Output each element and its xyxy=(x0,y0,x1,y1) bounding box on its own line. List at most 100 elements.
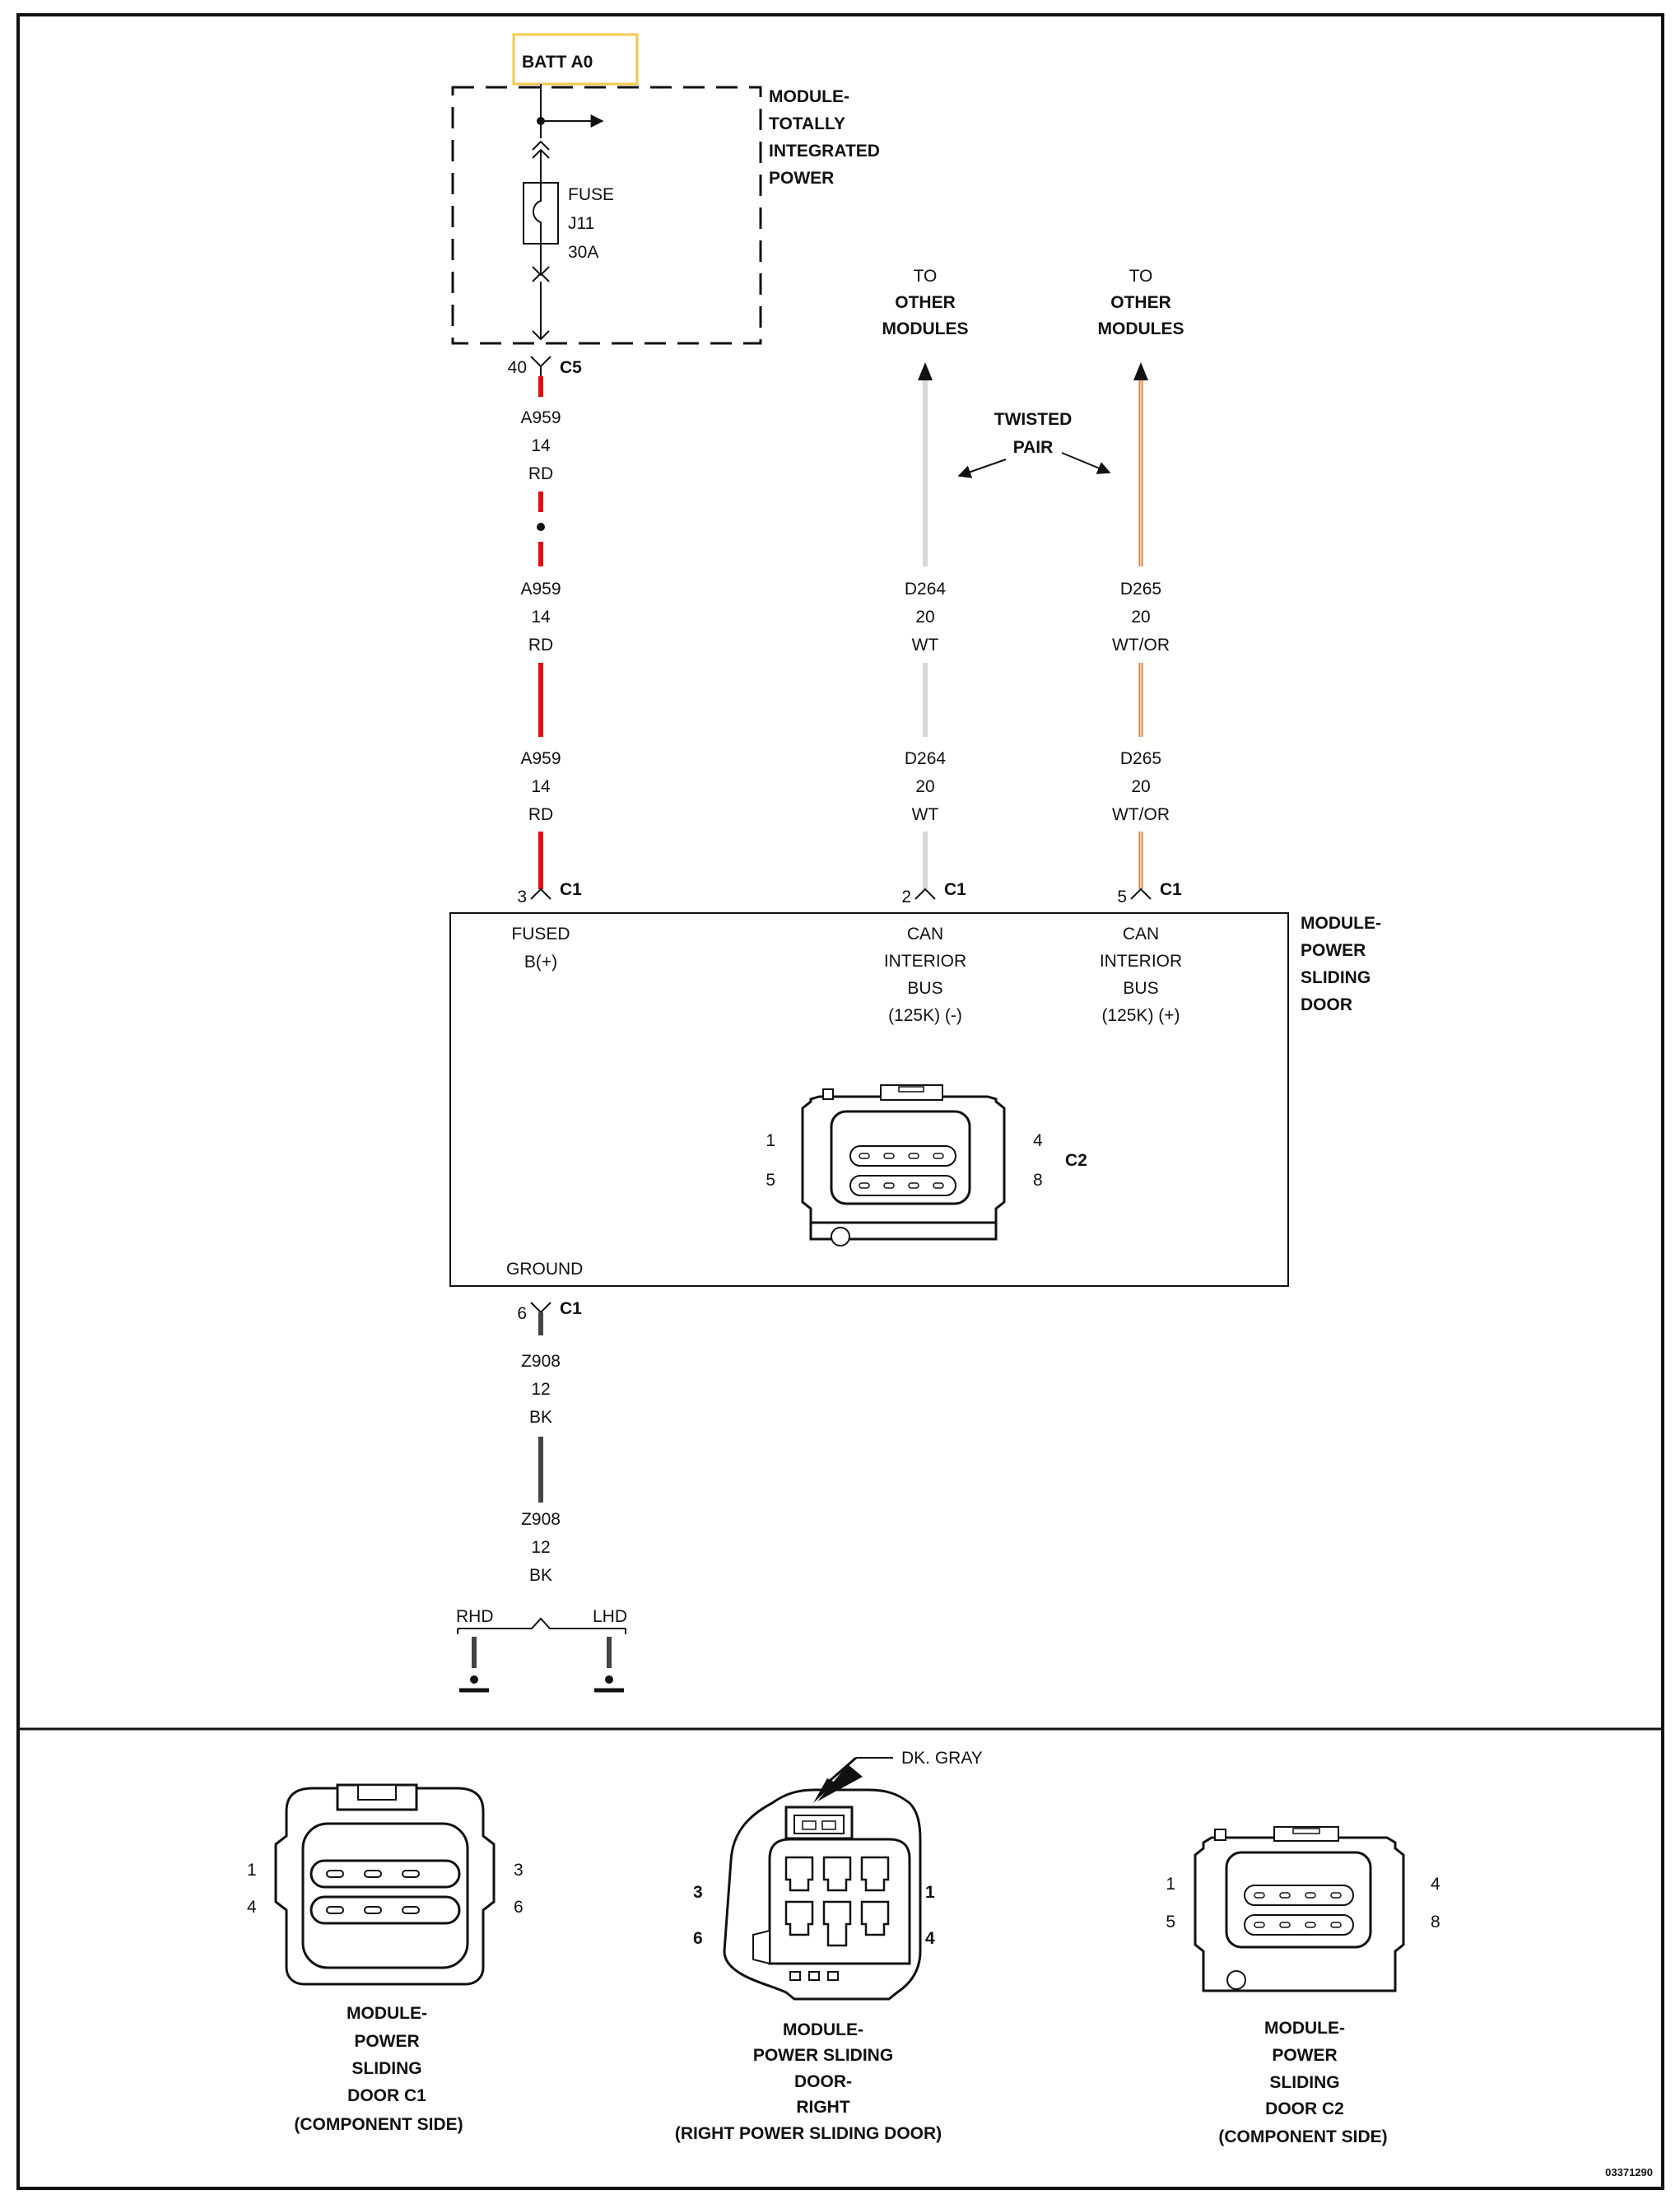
wire-d264-label: D264 20 WT xyxy=(905,749,947,824)
wire-gauge: 12 xyxy=(531,1380,550,1399)
to-other-line: TO xyxy=(914,267,938,286)
to-other-line: OTHER xyxy=(1110,293,1171,312)
caption-line: DOOR- xyxy=(794,2072,852,2091)
psd-name-line: MODULE- xyxy=(1301,914,1381,933)
wire-color: BK xyxy=(529,1566,552,1585)
can-plus-label: CAN INTERIOR BUS (125K) (+) xyxy=(1100,925,1182,1025)
twisted-pair-label: PAIR xyxy=(1013,438,1054,457)
dk-gray-note: DK. GRAY xyxy=(901,1749,983,1768)
c1-pin2-connector xyxy=(914,888,936,900)
caption-line: SLIDING xyxy=(351,2059,421,2078)
right-view-caption: MODULE- POWER SLIDING DOOR- RIGHT (RIGHT… xyxy=(675,2020,942,2143)
caption-line: POWER xyxy=(354,2032,419,2051)
wire-z908-label: Z908 12 BK xyxy=(521,1510,561,1585)
caption-line: (RIGHT POWER SLIDING DOOR) xyxy=(675,2124,942,2143)
wire-code: Z908 xyxy=(521,1352,561,1371)
dk-gray-arrowhead xyxy=(817,1764,863,1801)
wire-color: RD xyxy=(528,636,553,655)
c2-view-pin: 5 xyxy=(1166,1913,1175,1931)
tipm-name-line: MODULE- xyxy=(769,87,849,106)
can-label-line: (125K) (+) xyxy=(1101,1006,1180,1025)
c2-face-view xyxy=(1194,1826,1405,1992)
fuse-rating: 30A xyxy=(568,243,598,262)
arrow-up-left xyxy=(918,362,933,380)
psd-name-line: SLIDING xyxy=(1301,968,1371,987)
wire-gauge: 20 xyxy=(915,608,934,627)
fuse-element xyxy=(533,183,542,244)
wire-d265-label: D265 20 WT/OR xyxy=(1112,749,1170,824)
twisted-pair-label: TWISTED xyxy=(994,410,1073,429)
dk-gray-pointer-arrow xyxy=(813,1778,835,1803)
tipm-name-line: POWER xyxy=(769,169,834,188)
c2-pin: 4 xyxy=(1033,1131,1043,1150)
c2-view-caption: MODULE- POWER SLIDING DOOR C2 (COMPONENT… xyxy=(1218,2019,1387,2146)
ground-label: GROUND xyxy=(506,1260,583,1279)
tipm-name-line: INTEGRATED xyxy=(769,142,880,161)
right-view-pin: 6 xyxy=(693,1929,703,1948)
c5-label: C5 xyxy=(560,358,582,377)
c2-pin: 1 xyxy=(766,1131,775,1150)
caption-line: DOOR C2 xyxy=(1265,2099,1344,2118)
right-view-pin: 3 xyxy=(693,1883,703,1902)
caption-line: MODULE- xyxy=(783,2020,863,2039)
c1-view-pin: 4 xyxy=(247,1898,257,1917)
fuse-label: FUSE xyxy=(568,185,614,204)
tipm-name: MODULE- TOTALLY INTEGRATED POWER xyxy=(769,87,880,188)
c2-label: C2 xyxy=(1065,1151,1087,1170)
wire-z908-label: Z908 12 BK xyxy=(521,1352,561,1427)
lhd-label: LHD xyxy=(593,1607,627,1626)
wire-gauge: 14 xyxy=(531,436,551,455)
can-label-line: INTERIOR xyxy=(1100,952,1182,971)
ground-icon xyxy=(470,1675,478,1684)
caption-line: POWER SLIDING xyxy=(753,2046,893,2065)
c1-label: C1 xyxy=(560,1299,582,1318)
c1-face-view xyxy=(274,1783,496,1986)
wire-color: BK xyxy=(529,1408,552,1427)
fuse-bottom-connector xyxy=(532,272,550,282)
wire-a959-label: A959 14 RD xyxy=(520,580,561,655)
c1-label: C1 xyxy=(944,880,966,899)
caption-line: (COMPONENT SIDE) xyxy=(294,2115,463,2134)
ground-icon xyxy=(605,1675,613,1684)
c1-pin5-connector xyxy=(1130,888,1152,900)
c5-connector xyxy=(530,356,551,368)
to-other-line: MODULES xyxy=(1098,319,1184,338)
c2-pin: 8 xyxy=(1033,1171,1043,1190)
wire-code: A959 xyxy=(520,580,561,599)
to-other-modules-right: TO OTHER MODULES xyxy=(1098,267,1184,338)
wire-a959-label: A959 14 RD xyxy=(520,749,561,824)
fuse-top-connector xyxy=(532,140,550,151)
batt-label: BATT A0 xyxy=(522,53,593,72)
arrow-up-right xyxy=(1133,362,1148,380)
tipm-box xyxy=(451,86,762,345)
wire-code: D265 xyxy=(1120,580,1161,599)
c1-pin-can-plus: 5 xyxy=(1117,888,1127,906)
c1-pin3-connector xyxy=(530,888,551,900)
c1-label: C1 xyxy=(560,880,582,899)
c1-view-pin: 6 xyxy=(514,1898,524,1917)
rhd-label: RHD xyxy=(456,1607,494,1626)
c1-pin-fused: 3 xyxy=(517,888,527,906)
c1-view-pin: 1 xyxy=(247,1861,257,1880)
c2-pin: 5 xyxy=(766,1171,775,1190)
c2-view-pin: 8 xyxy=(1431,1913,1440,1931)
caption-line: POWER xyxy=(1272,2046,1337,2065)
wire-code: A959 xyxy=(520,749,561,768)
to-other-line: MODULES xyxy=(882,319,969,338)
can-label-line: CAN xyxy=(1123,925,1159,944)
c1-pin6-connector xyxy=(530,1302,551,1314)
wire-code: D265 xyxy=(1120,749,1161,768)
psd-name-line: DOOR xyxy=(1301,995,1352,1014)
to-other-modules-left: TO OTHER MODULES xyxy=(882,267,969,338)
fused-label: B(+) xyxy=(524,953,557,972)
can-minus-label: CAN INTERIOR BUS (125K) (-) xyxy=(884,925,966,1025)
caption-line: MODULE- xyxy=(1264,2019,1345,2038)
c2-view-pin: 1 xyxy=(1166,1875,1175,1894)
c1-pin-can-minus: 2 xyxy=(901,888,911,906)
wire-color: RD xyxy=(528,805,553,824)
can-label-line: BUS xyxy=(1123,979,1158,998)
to-other-line: TO xyxy=(1129,267,1153,286)
psd-module-name: MODULE- POWER SLIDING DOOR xyxy=(1301,914,1381,1014)
wire-gauge: 14 xyxy=(531,608,551,627)
fuse-id: J11 xyxy=(568,214,594,233)
